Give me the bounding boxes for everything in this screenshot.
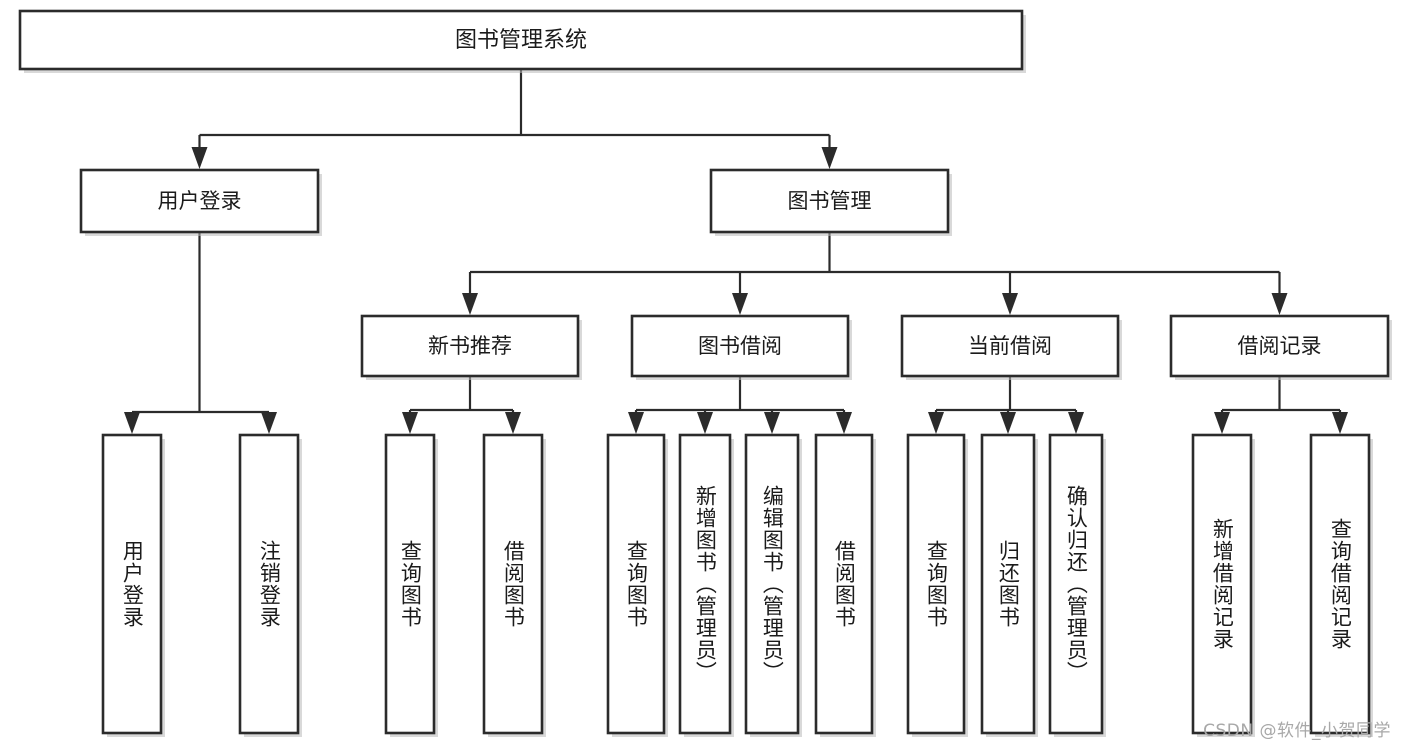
node-leaf-box-current-0[interactable] [906,433,966,735]
node-leaf-box-borrow-2[interactable] [744,433,800,735]
node-leaf-box-userlogin-0[interactable] [101,433,163,735]
node-leaf-box-newbook-1[interactable] [482,433,544,735]
leafbus-borrow-arrow-1 [697,412,713,434]
node-leaf-box-current-2[interactable] [1048,433,1104,735]
leafbus-newbook-arrow-0 [402,412,418,434]
root-to-level2-arrow-1 [821,147,838,169]
leafbus-record-arrow-1 [1332,412,1348,434]
node-level3-label-1: 图书借阅 [698,334,782,358]
connectors-layer [124,69,1348,434]
leafbus-borrow-arrow-0 [628,412,644,434]
leafbus-userlogin-arrow-1 [261,412,277,434]
boxes-layer [18,9,1392,737]
node-level2-label-1: 图书管理 [788,189,872,213]
leafbus-borrow-arrow-2 [764,412,780,434]
root-to-level2-arrow-0 [191,147,208,169]
node-level2-box-1[interactable] [709,168,950,234]
node-level3-box-2[interactable] [900,314,1120,378]
node-level3-box-1[interactable] [630,314,850,378]
node-level3-label-3: 借阅记录 [1238,334,1322,358]
node-leaf-box-record-1[interactable] [1309,433,1371,735]
node-level3-label-2: 当前借阅 [968,334,1052,358]
node-level2-box-0[interactable] [79,168,320,234]
node-leaf-box-userlogin-1[interactable] [238,433,300,735]
node-leaf-box-borrow-3[interactable] [814,433,874,735]
leafbus-borrow-arrow-3 [836,412,852,434]
leafbus-current-arrow-0 [928,412,944,434]
leafbus-current-arrow-2 [1068,412,1084,434]
leafbus-userlogin-arrow-0 [124,412,140,434]
leafbus-current-arrow-1 [1000,412,1016,434]
node-root-label: 图书管理系统 [455,28,587,53]
node-root-box[interactable] [18,9,1024,71]
bookmgmt-to-level3-arrow-3 [1271,293,1288,315]
node-level3-label-0: 新书推荐 [428,334,512,358]
bookmgmt-to-level3-arrow-2 [1002,293,1018,315]
bookmgmt-to-level3-arrow-1 [732,293,748,315]
csdn-watermark: CSDN @软件_小贺同学 [1203,721,1391,741]
node-leaf-box-newbook-0[interactable] [384,433,436,735]
node-level2-label-0: 用户登录 [158,189,242,213]
node-leaf-box-current-1[interactable] [980,433,1036,735]
node-level3-box-3[interactable] [1169,314,1390,378]
node-leaf-box-record-0[interactable] [1191,433,1253,735]
leafbus-newbook-arrow-1 [505,412,521,434]
leafbus-record-arrow-0 [1214,412,1230,434]
bookmgmt-to-level3-arrow-0 [462,293,478,315]
node-leaf-box-borrow-1[interactable] [678,433,732,735]
node-level3-box-0[interactable] [360,314,580,378]
node-leaf-box-borrow-0[interactable] [606,433,666,735]
